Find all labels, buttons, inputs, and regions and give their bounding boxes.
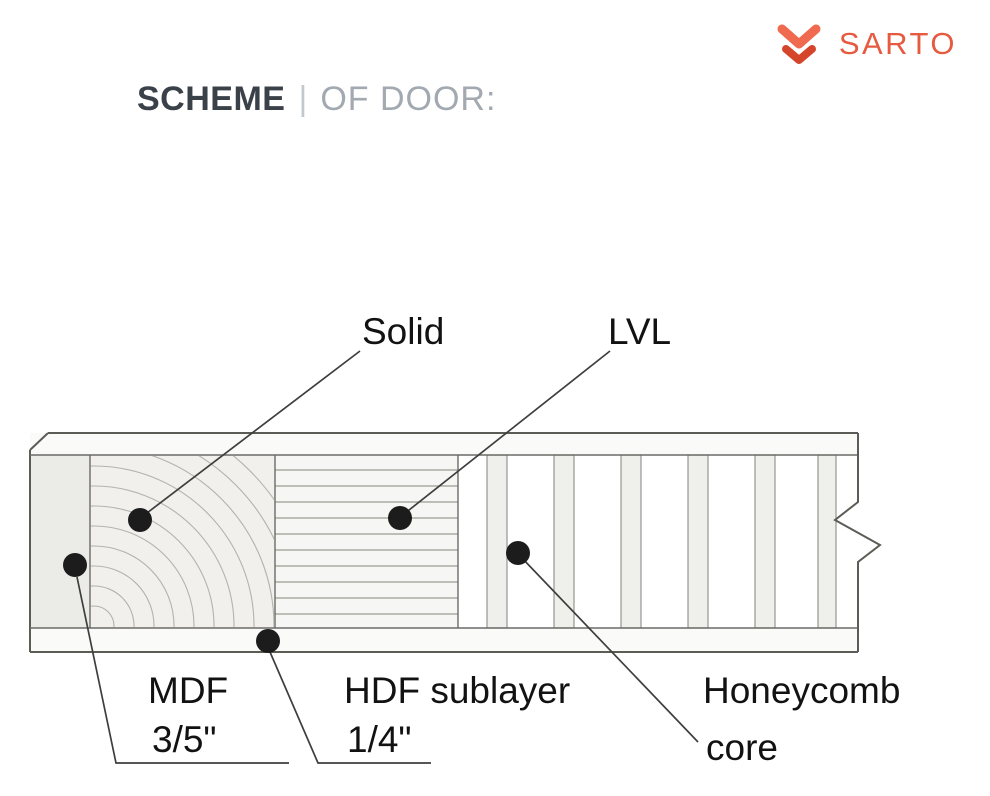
callout-dot-lvl	[388, 506, 412, 530]
leader-honeycomb	[520, 556, 699, 743]
label-hdf: HDF sublayer	[344, 670, 570, 711]
hdf-bottom-skin	[30, 628, 858, 652]
label-mdf: MDF	[148, 670, 228, 711]
leader-mdf	[76, 576, 289, 764]
callout-dot-hdf	[256, 629, 280, 653]
heading-title: SCHEME	[137, 80, 286, 118]
honeycomb-layer	[458, 455, 858, 628]
label-honeycomb-line2: core	[706, 727, 778, 768]
label-honeycomb-line1: Honeycomb	[703, 670, 900, 711]
page-title: SCHEME | OF DOOR:	[137, 80, 496, 119]
door-section-outline	[29, 432, 882, 653]
label-hdf-thickness: 1/4"	[347, 719, 412, 760]
diagram-labels: Solid LVL MDF 3/5" HDF sublayer 1/4" Hon…	[148, 311, 900, 768]
lvl-layer	[275, 455, 458, 628]
door-section-fills	[30, 433, 858, 652]
heading-subtitle: OF DOOR:	[320, 80, 497, 118]
lvl-stripes	[275, 469, 458, 615]
callout-dot-honeycomb	[506, 541, 530, 565]
honeycomb-slats	[486, 454, 837, 629]
leader-solid	[142, 350, 361, 517]
label-solid: Solid	[362, 311, 444, 352]
hdf-top-skin	[30, 433, 858, 455]
wood-grain-pattern	[91, 456, 274, 627]
solid-wood-layer	[90, 455, 275, 628]
mdf-layer	[30, 455, 90, 628]
sarto-logo-icon	[777, 24, 821, 64]
heading-separator: |	[298, 80, 308, 118]
callout-dot-mdf	[63, 553, 87, 577]
callout-leaders	[76, 350, 699, 764]
callout-dot-solid	[128, 508, 152, 532]
leader-lvl	[403, 350, 611, 515]
label-mdf-thickness: 3/5"	[152, 719, 217, 760]
callout-dots	[63, 506, 530, 653]
label-lvl: LVL	[608, 311, 671, 352]
brand-logo: SARTO	[772, 20, 957, 68]
break-symbol	[833, 433, 882, 652]
leader-hdf	[269, 651, 431, 764]
brand-name: SARTO	[838, 26, 957, 61]
